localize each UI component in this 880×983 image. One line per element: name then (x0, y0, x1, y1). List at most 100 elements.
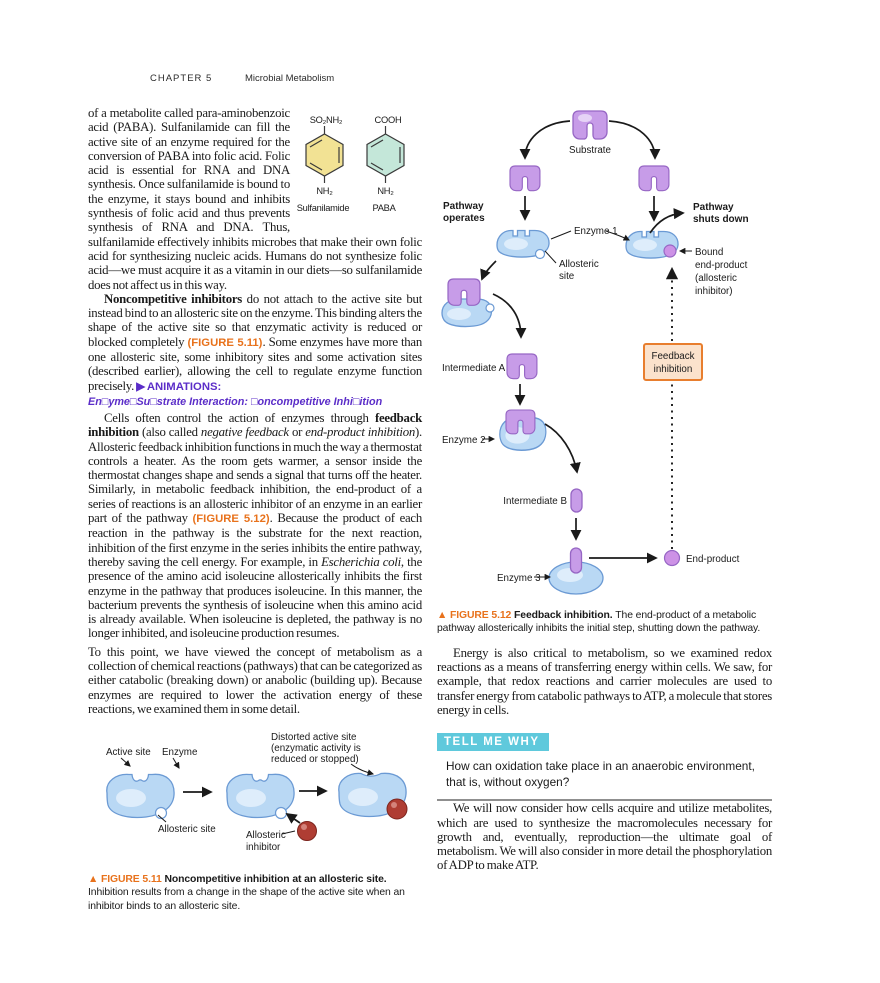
intermediate-a-label: Intermediate A (442, 363, 506, 374)
paba-bottom-group-label: NH₂ (377, 186, 394, 196)
chapter-number: CHAPTER 5 (150, 73, 213, 84)
branch-arrow-left (519, 120, 571, 160)
double-bond (309, 162, 323, 171)
figure-5-11: Active site Enzyme Allosteric site (88, 730, 422, 913)
paragraph-final: We will now consider how cells acquire a… (437, 801, 772, 873)
enzyme-label: Enzyme (162, 747, 198, 758)
bound-end-product-label-1: Bound (695, 247, 723, 258)
highlight (116, 789, 146, 808)
paragraph-noncompetitive: Noncompetitive inhibitors do not attach … (88, 291, 423, 393)
intermediate-b-label: Intermediate B (503, 496, 567, 507)
enzyme-1-blob (496, 229, 550, 260)
tell-me-why-question: How can oxidation take place in an anaer… (437, 753, 772, 802)
highlight (236, 789, 266, 808)
animations-link-line[interactable]: En□yme□Su□strate Interaction: □oncompeti… (88, 395, 383, 408)
highlight (578, 114, 592, 122)
shuts-down-arrow (649, 208, 685, 234)
page-header: CHAPTER 5 Microbial Metabolism (150, 73, 334, 84)
feedback-inhibition-label-1: Feedback (651, 351, 694, 362)
allosteric-inhibitor-label-2: inhibitor (246, 842, 281, 853)
distorted-active-site-label-1: Distorted active site (271, 732, 357, 743)
active-site-pointer (120, 757, 131, 767)
allosteric-site-label-1: Allosteric (559, 259, 599, 270)
double-bond (370, 162, 384, 171)
enzyme-2-label: Enzyme 2 (442, 435, 486, 446)
bound-end-product-label-4: inhibitor) (695, 286, 733, 297)
sulfanilamide-benzene-ring (305, 133, 344, 177)
allosteric-site-label: Allosteric site (158, 824, 216, 835)
highlight (504, 238, 528, 250)
allosteric-inhibitor-label-1: Allosteric (246, 830, 286, 841)
paba-benzene-ring (366, 133, 405, 177)
allosteric-site-notch (154, 807, 168, 820)
bound-end-product-circle (663, 244, 677, 258)
chem-structure-svg: SO₂NH₂ NH₂ Sulfanilamide COOH NH₂ PABA (297, 115, 405, 213)
allosteric-site-notch (274, 807, 288, 820)
allosteric-inhibitor-sphere (297, 821, 317, 842)
paba-top-group-label: COOH (375, 115, 402, 125)
paba-name: PABA (372, 203, 396, 213)
feedback-inhibition-label-2: inhibition (654, 364, 693, 375)
enzyme2-to-intermediate-b-arrow (544, 423, 581, 474)
paragraph-sulfanilamide: SO₂NH₂ NH₂ Sulfanilamide COOH NH₂ PABA (88, 106, 422, 292)
substrate-shape (509, 165, 541, 192)
sulfanilamide-top-group-label: SO₂NH₂ (310, 115, 343, 125)
enzyme-1-pointer-left (550, 230, 572, 240)
double-bond (370, 139, 384, 148)
feedback-inhibition-box: Feedback inhibition (643, 343, 703, 381)
intermediate-a-shape (506, 353, 538, 380)
pathway-shuts-down-label-2: shuts down (693, 214, 749, 225)
allosteric-site-notch (485, 303, 495, 313)
allosteric-site-label-2: site (559, 271, 575, 282)
figure-5-11-svg: Active site Enzyme Allosteric site (106, 732, 408, 853)
left-column: SO₂NH₂ NH₂ Sulfanilamide COOH NH₂ PABA (88, 106, 422, 923)
paragraph-energy: Energy is also critical to metabolism, s… (437, 645, 772, 717)
highlight (348, 788, 378, 807)
distorted-active-site-label-3: reduced or stopped) (271, 754, 359, 765)
tell-me-why-banner: TELL ME WHY (437, 733, 549, 752)
enzyme1-to-complex-arrow (480, 260, 497, 281)
substrate-label: Substrate (569, 145, 611, 156)
intermediate-b-shape (570, 488, 583, 513)
bound-end-product-label-3: (allosteric (695, 273, 737, 284)
paragraph-to-this-point: To this point, we have viewed the concep… (88, 644, 422, 716)
chapter-title: Microbial Metabolism (244, 73, 335, 84)
pathway-operates-label-1: Pathway (443, 201, 484, 212)
enzyme-1-label: Enzyme 1 (574, 226, 618, 237)
highlight (447, 308, 471, 320)
allosteric-inhibitor-pointer (281, 830, 296, 835)
distorted-pointer (350, 763, 375, 776)
bound-inhibitor-sphere (386, 798, 408, 820)
product-on-enzyme-3 (569, 547, 583, 574)
highlight (391, 802, 397, 809)
substrate-shape (572, 110, 608, 140)
branch-arrow-right (608, 120, 661, 160)
inhibitor-binding-arrow (285, 813, 301, 824)
highlight (633, 239, 657, 251)
figure-5-11-caption: ▲ FIGURE 5.11 Noncompetitive inhibition … (88, 874, 405, 912)
enzyme-3-label: Enzyme 3 (497, 573, 541, 584)
substrate-on-enzyme-2 (505, 409, 536, 435)
paragraph-feedback-inhibition: Cells often control the action of enzyme… (88, 410, 423, 641)
allosteric-site-pointer (544, 250, 557, 264)
substrate-shape (638, 165, 670, 192)
figure-5-12-caption: ▲ FIGURE 5.12 Feedback inhibition. The e… (437, 610, 761, 635)
double-bond (309, 139, 323, 148)
pathway-shuts-down-label-1: Pathway (693, 202, 734, 213)
allosteric-site-notch (534, 248, 546, 260)
pathway-operates-label-2: operates (443, 213, 485, 224)
chem-structure-figure: SO₂NH₂ NH₂ Sulfanilamide COOH NH₂ PABA (296, 106, 422, 218)
active-site-label: Active site (106, 747, 151, 758)
highlight (301, 824, 307, 831)
allosteric-site-pointer (157, 814, 167, 823)
right-column: Substrate Pathway operates Pathway shuts… (437, 108, 772, 873)
enzyme-pointer (172, 757, 180, 770)
end-product-circle (663, 549, 681, 567)
distorted-active-site-label-2: (enzymatic activity is (271, 743, 361, 754)
substrate-on-enzyme (447, 278, 481, 306)
complex-to-intermediate-a-arrow (492, 293, 527, 339)
enzyme-blob-2 (226, 773, 295, 820)
enzyme-1-pointer-right (605, 230, 630, 241)
sulfanilamide-bottom-group-label: NH₂ (316, 186, 333, 196)
